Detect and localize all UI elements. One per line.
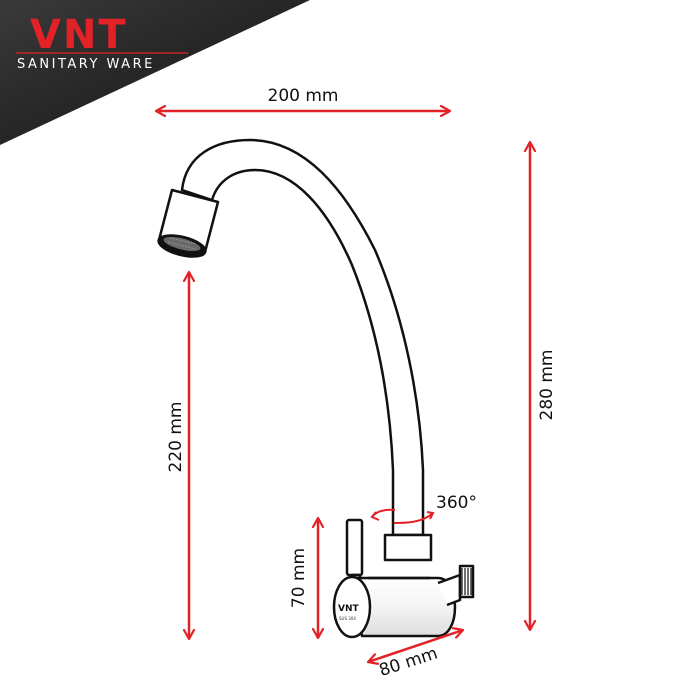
spout-height-label: 220 mm	[166, 402, 186, 473]
body-model: SUS 304	[339, 616, 356, 621]
brand-logo: VNT	[30, 12, 128, 58]
spout-tube	[180, 138, 425, 537]
body-length-arrow	[368, 630, 463, 662]
threaded-inlet	[437, 564, 475, 607]
handle-lever[interactable]	[345, 518, 364, 587]
dimension-arrows	[156, 111, 530, 662]
brand-tagline: SANITARY WARE	[17, 57, 155, 72]
aerator-nozzle	[157, 188, 220, 258]
base-height-label: 70 mm	[289, 548, 309, 608]
width-label: 200 mm	[268, 86, 339, 106]
total-height-label: 280 mm	[537, 350, 557, 421]
valve-body	[332, 575, 457, 639]
rotation-label: 360°	[436, 493, 477, 513]
faucet-drawing	[157, 138, 475, 639]
swivel-collar	[383, 533, 433, 562]
header-band	[0, 0, 310, 145]
body-mark: VNT	[338, 604, 359, 614]
rotation-arrow	[370, 508, 435, 524]
brand-header: VNT SANITARY WARE	[0, 0, 310, 145]
